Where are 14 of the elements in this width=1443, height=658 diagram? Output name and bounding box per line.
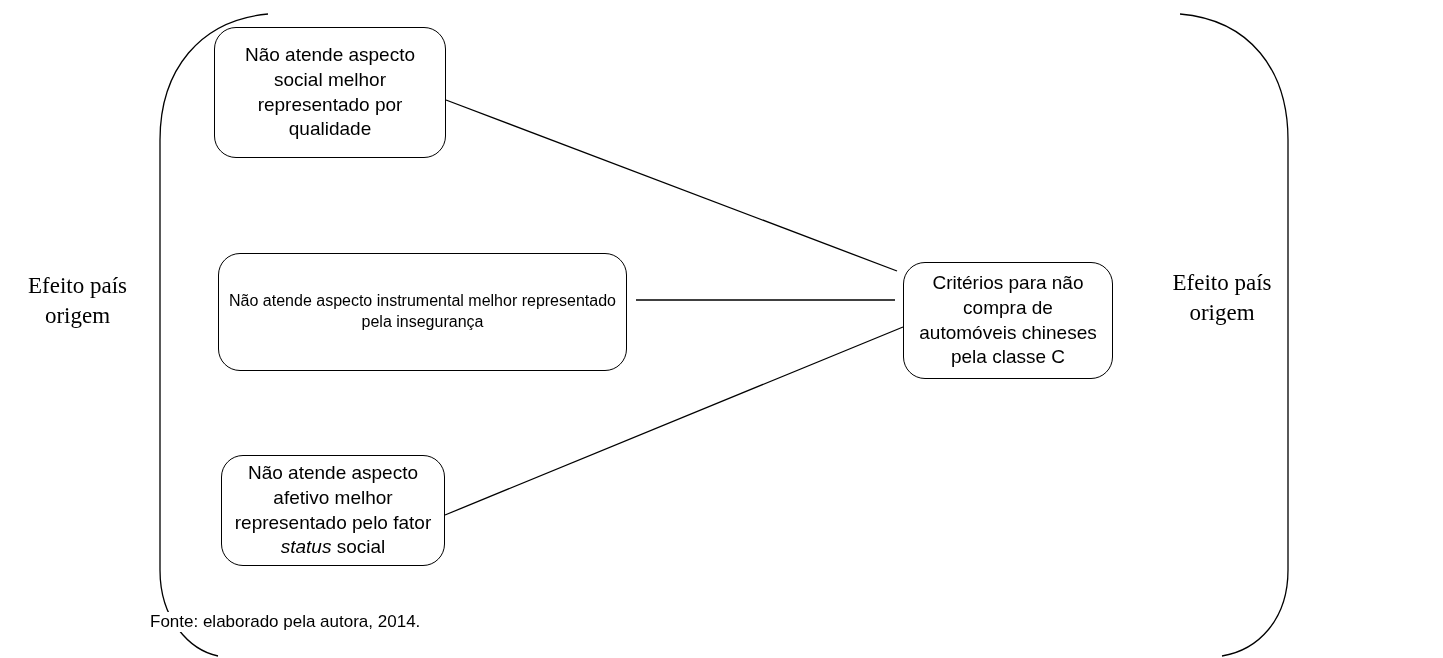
box-text: Critérios para não compra de automóveis chineses pela classe C bbox=[918, 271, 1098, 370]
caption: Fonte: elaborado pela autora, 2014. bbox=[150, 612, 421, 632]
box-text: Não atende aspecto afetivo melhor representado pelo fator status social bbox=[233, 461, 433, 560]
connector-line bbox=[635, 299, 896, 301]
box-text: Não atende aspecto social melhor representado por qualidade bbox=[243, 43, 417, 142]
process-box bbox=[903, 262, 1113, 379]
connector-line bbox=[445, 99, 898, 272]
side-label: Efeito país origem bbox=[1171, 269, 1273, 327]
side-label: Efeito país origem bbox=[27, 272, 128, 330]
process-box bbox=[214, 27, 446, 158]
box-text: Não atende aspecto instrumental melhor representado pela insegurança bbox=[229, 291, 616, 332]
process-box bbox=[218, 253, 627, 371]
process-box bbox=[221, 455, 445, 566]
connector-line bbox=[444, 326, 904, 516]
